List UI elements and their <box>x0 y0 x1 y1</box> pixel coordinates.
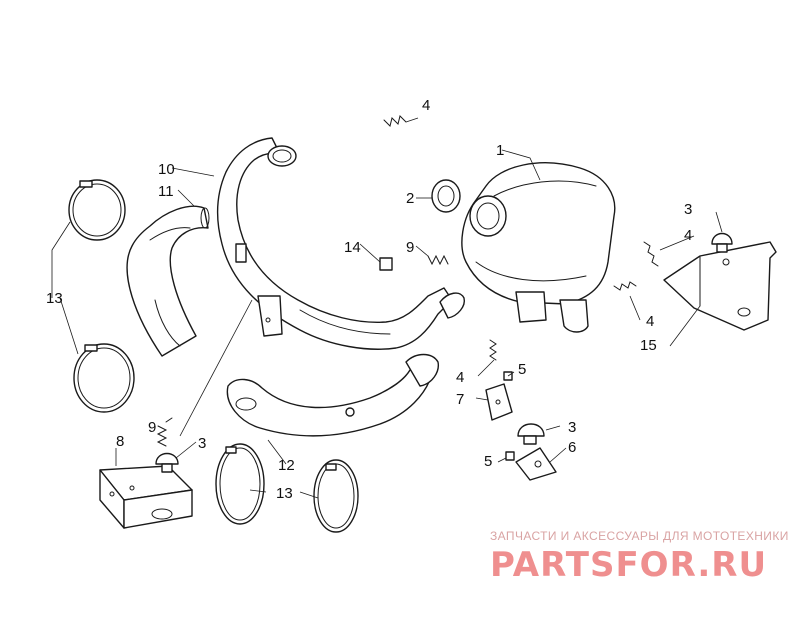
grommet-part-3-lower <box>155 452 179 473</box>
clamp-lower-left <box>73 343 135 413</box>
callout-5-upper: 5 <box>518 361 526 378</box>
callout-13-bottom: 13 <box>276 485 293 502</box>
head-pipe-part-10 <box>217 137 465 350</box>
bolt-part-5-lower <box>505 451 515 461</box>
rubber-elbow-part-11 <box>126 205 210 357</box>
watermark: ЗАПЧАСТИ И АКСЕССУАРЫ ДЛЯ МОТОТЕХНИКИ PA… <box>490 529 789 585</box>
callout-5-lower: 5 <box>484 453 492 470</box>
callout-9-lower: 9 <box>148 419 156 436</box>
callout-8: 8 <box>116 433 124 450</box>
spring-part-4-center <box>489 339 497 361</box>
callout-3-right: 3 <box>684 201 692 218</box>
clamp-bottom-right <box>313 459 359 533</box>
spring-part-9-lower <box>156 417 173 447</box>
callout-14: 14 <box>344 239 361 256</box>
callout-4-right: 4 <box>684 227 692 244</box>
bracket-part-7 <box>485 383 513 421</box>
watermark-logo: PARTSFOR.RU <box>490 545 767 585</box>
nut-part-14 <box>379 257 393 271</box>
callout-4-top: 4 <box>422 97 430 114</box>
callout-15: 15 <box>640 337 657 354</box>
muffler-part-1 <box>461 162 616 333</box>
callout-4-center: 4 <box>456 369 464 386</box>
grommet-part-3-center <box>517 423 545 445</box>
bracket-part-15 <box>663 241 777 331</box>
leader-lines <box>51 117 723 499</box>
callout-6: 6 <box>568 439 576 456</box>
callout-2: 2 <box>406 190 414 207</box>
gasket-part-2 <box>431 179 461 213</box>
callout-3-center: 3 <box>568 419 576 436</box>
grommet-part-3-right <box>711 232 733 253</box>
callout-11: 11 <box>158 183 174 200</box>
mid-pipe-part-12 <box>226 353 439 437</box>
callout-9-upper: 9 <box>406 239 414 256</box>
bracket-part-6 <box>515 447 557 481</box>
callout-10: 10 <box>158 161 175 178</box>
callout-1: 1 <box>496 142 504 159</box>
spring-part-4-lower-right <box>613 281 637 291</box>
callout-13-left: 13 <box>46 290 63 307</box>
callout-12: 12 <box>278 457 295 474</box>
heat-shield-part-8 <box>99 465 193 529</box>
spring-part-4-top <box>383 115 407 127</box>
callout-3-lower: 3 <box>198 435 206 452</box>
callout-4-lower-right: 4 <box>646 313 654 330</box>
callout-7: 7 <box>456 391 464 408</box>
spring-part-9-upper <box>427 254 449 266</box>
spring-part-4-mid-right <box>643 241 659 267</box>
callout-labels: 1 2 4 10 11 13 14 9 9 3 8 12 13 3 4 4 15… <box>46 97 692 502</box>
clamp-bottom-left <box>215 443 265 525</box>
watermark-tagline: ЗАПЧАСТИ И АКСЕССУАРЫ ДЛЯ МОТОТЕХНИКИ <box>490 529 789 543</box>
clamp-upper-left <box>68 179 126 241</box>
